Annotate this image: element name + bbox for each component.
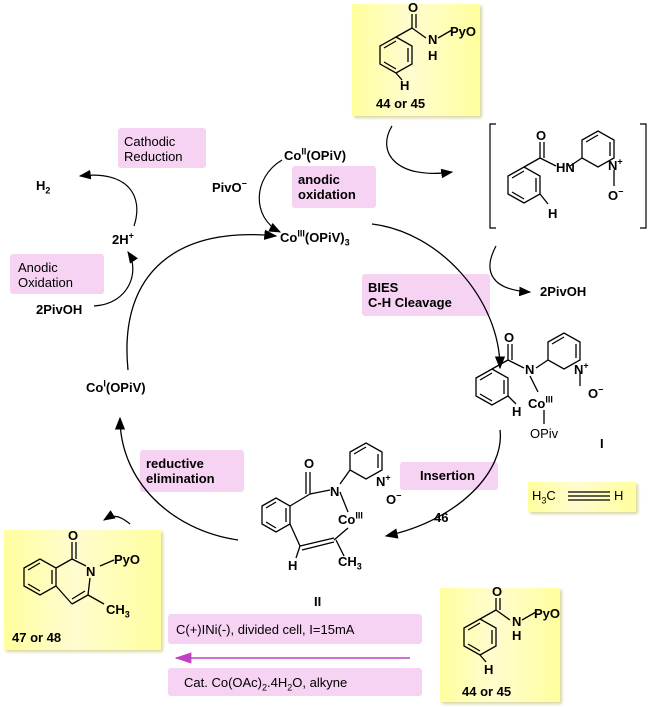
co-iii-label: CoIII(OPiV)3	[280, 228, 350, 248]
reactant-bottom-n: N	[512, 614, 522, 629]
cathodic-arrow	[78, 169, 138, 227]
compound-46-label: 46	[434, 510, 449, 525]
product-o: O	[68, 528, 79, 543]
product-pyo: PyO	[114, 552, 141, 567]
int-II-n: N	[330, 484, 340, 499]
reactant-top-nh-h: H	[428, 48, 438, 63]
int-I-h: H	[512, 404, 522, 419]
reactant-bottom-nh-h: H	[512, 628, 522, 643]
condition2-box	[168, 668, 422, 696]
reactant-bottom-skeleton	[463, 598, 537, 663]
coordinated-o-minus: O−	[608, 186, 624, 203]
anodic-oxidation-center-box	[292, 166, 376, 208]
int-II-h: H	[288, 558, 298, 573]
cycle-arc-top-right	[371, 223, 506, 370]
substrate-entry-arrow	[386, 125, 454, 179]
cycle-arc-bottom-left	[114, 416, 239, 541]
reactant-bottom-ortho-h: H	[484, 662, 494, 677]
two-h-plus-label: 2H+	[112, 230, 134, 247]
two-pivoh-right-label: 2PivOH	[540, 284, 587, 299]
coordinated-h: H	[548, 206, 558, 221]
reactant-bottom-pyo: PyO	[534, 606, 561, 621]
product-caption: 47 or 48	[12, 630, 62, 645]
alkyne-box	[528, 482, 636, 512]
pivo-minus-label: PivO−	[212, 178, 247, 195]
intermediate-II-label: II	[314, 594, 322, 609]
bies-box	[362, 274, 490, 316]
int-I-o: O	[504, 330, 515, 345]
reactant-top-ortho-h: H	[400, 78, 410, 93]
cycle-arc-right-bottom	[384, 429, 501, 539]
condition1-box	[168, 614, 422, 644]
int-II-co: CoIII	[338, 510, 363, 527]
int-I-opiv: OPiv	[530, 426, 559, 441]
anodic-arrow	[93, 251, 138, 307]
product-n: N	[86, 564, 96, 579]
int-II-o-minus: O−	[386, 490, 402, 507]
reactant-top-n: N	[428, 32, 438, 47]
alkyne-bond	[568, 491, 610, 501]
two-pivoh-left-label: 2PivOH	[36, 302, 83, 317]
co-ii-label: CoII(OPiV)	[284, 146, 347, 163]
coordinated-o: O	[536, 128, 547, 143]
coordinated-skeleton	[507, 130, 615, 205]
reactant-top-skeleton	[379, 14, 453, 81]
int-I-skeleton	[475, 332, 581, 424]
condition2-label: Cat. Co(OAc)2.4H2O, alkyne	[184, 675, 348, 693]
product-skeleton	[23, 542, 115, 605]
reactant-bottom-caption: 44 or 45	[462, 684, 512, 699]
int-II-o: O	[304, 456, 315, 471]
reactant-top-caption: 44 or 45	[376, 96, 426, 111]
int-II-n-plus: N+	[376, 472, 391, 489]
int-I-n-plus: N+	[574, 360, 589, 377]
alkyne-h: H	[614, 488, 624, 503]
reactant-top-o: O	[408, 0, 419, 15]
coordinated-n-plus: N+	[608, 156, 623, 173]
reactant-top-pyo: PyO	[450, 24, 477, 39]
int-I-co: CoIII	[528, 394, 553, 411]
reactant-bottom-o: O	[492, 584, 503, 599]
cycle-arc-left-top	[126, 229, 278, 371]
condition1-label: C(+)INi(-), divided cell, I=15mA	[176, 622, 355, 637]
insertion-label: Insertion	[420, 468, 475, 483]
product-arrow	[102, 510, 131, 525]
int-II-ch3: CH3	[338, 554, 362, 572]
right-bracket	[640, 123, 647, 229]
insertion-box	[400, 462, 498, 490]
left-bracket	[489, 123, 496, 229]
int-II-skeleton	[261, 442, 383, 559]
h2-label: H2	[36, 178, 51, 196]
alkyne-h3c: H3C	[532, 488, 556, 506]
anodic-oxidation-left-box	[10, 254, 104, 294]
co-i-label: CoI(OPiV)	[86, 378, 146, 395]
cathodic-reduction-box	[118, 128, 206, 168]
int-I-o-minus: O−	[588, 384, 604, 401]
coordinated-nh: HN	[556, 160, 575, 175]
product-ch3: CH3	[106, 602, 130, 620]
pivoh-release-arrow	[489, 245, 532, 297]
reductive-elimination-box	[140, 450, 244, 492]
oxidation-arrow	[258, 159, 283, 233]
intermediate-I-label: I	[600, 436, 604, 451]
int-I-n: N	[525, 362, 535, 377]
